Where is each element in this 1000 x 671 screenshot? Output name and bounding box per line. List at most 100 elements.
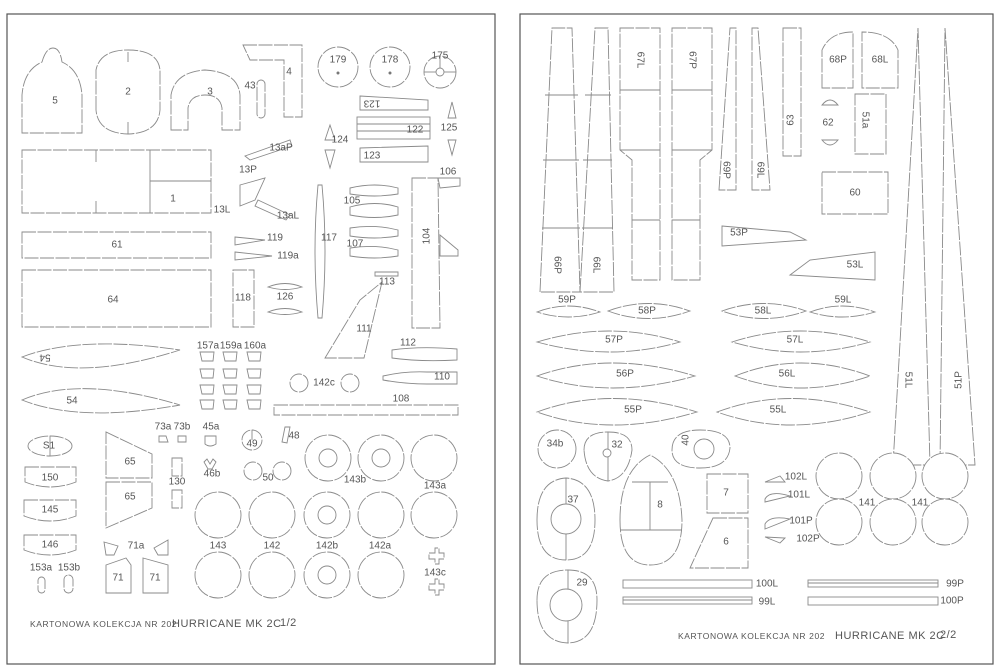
disc-part xyxy=(921,452,969,500)
wheel-disc-part xyxy=(357,551,405,599)
part-number-label: 43 xyxy=(244,81,256,92)
part-number-label: 118 xyxy=(235,293,251,304)
part-number-label: 71a xyxy=(128,541,145,552)
part-number-label: 142 xyxy=(264,541,281,552)
part-number-label: 40 xyxy=(681,434,692,446)
part-number-label: 160a xyxy=(244,341,267,352)
part-number-label: 34b xyxy=(547,439,564,450)
part-number-label: 45a xyxy=(203,422,220,433)
wheel-disc-part xyxy=(410,491,458,539)
part-number-label: 66P xyxy=(551,256,562,274)
part-number-label: 141 xyxy=(912,498,929,509)
part-number-label: 122 xyxy=(407,125,424,136)
part-number-label: 51a xyxy=(859,112,870,129)
part-number-label: 142b xyxy=(316,541,339,552)
part-number-label: 13aL xyxy=(277,211,300,222)
part-number-label: 123 xyxy=(363,97,380,108)
part-number-label: 6 xyxy=(723,537,729,548)
part-number-label: 153a xyxy=(30,563,53,574)
part-number-label: 111 xyxy=(356,324,372,335)
part-number-label: 143c xyxy=(424,568,446,579)
part-number-label: 130 xyxy=(169,477,186,488)
part-number-label: 178 xyxy=(382,55,399,66)
part-number-label: 1 xyxy=(170,194,176,205)
part-number-label: 65 xyxy=(124,492,136,503)
part-number-label: 7 xyxy=(723,488,729,499)
part-number-label: 67P xyxy=(686,51,697,69)
part-number-label: 113 xyxy=(379,277,395,288)
part-number-label: 56P xyxy=(616,369,634,380)
part-number-label: 5 xyxy=(52,96,58,107)
part-number-label: 61 xyxy=(111,240,123,251)
part-number-label: 59P xyxy=(558,295,576,306)
disc-part xyxy=(921,498,969,546)
right-page: KARTONOWA KOLEKCJA NR 202 HURRICANE MK 2… xyxy=(519,13,994,665)
part-number-label: 58P xyxy=(638,306,656,317)
series-footer: KARTONOWA KOLEKCJA NR 202 xyxy=(30,619,177,629)
part-number-label: 13aP xyxy=(269,143,293,154)
wheel-disc-part xyxy=(248,491,296,539)
part-number-label: 69L xyxy=(754,162,765,179)
part-number-label: 112 xyxy=(400,338,416,349)
part-number-label: 65 xyxy=(124,457,136,468)
part-number-label: 73a xyxy=(155,422,172,433)
part-number-label: 56L xyxy=(779,369,796,380)
part-number-label: 179 xyxy=(330,55,347,66)
part-number-label: 102L xyxy=(785,472,808,483)
part-number-label: 119 xyxy=(267,233,283,244)
part-number-label: 3 xyxy=(207,87,213,98)
part-number-label: 157a xyxy=(197,341,220,352)
part-number-label: 124 xyxy=(332,135,349,146)
part-number-label: 145 xyxy=(42,505,59,516)
part-number-label: 146 xyxy=(42,540,59,551)
part-number-label: 69P xyxy=(720,161,731,179)
model-footer: HURRICANE MK 2C xyxy=(835,630,945,642)
left-page: KARTONOWA KOLEKCJA NR 202 HURRICANE MK 2… xyxy=(6,13,496,665)
part-number-label: 100P xyxy=(940,596,964,607)
wheel-disc-part xyxy=(194,491,242,539)
part-number-label: 62 xyxy=(822,118,834,129)
wheel-disc-part xyxy=(194,551,242,599)
part-number-label: 49 xyxy=(246,439,258,450)
part-number-label: 99P xyxy=(946,579,964,590)
part-number-label: 4 xyxy=(286,67,292,78)
part-number-label: 141 xyxy=(859,498,876,509)
part-number-label: 143a xyxy=(424,481,447,492)
part-number-label: 48 xyxy=(288,431,300,442)
part-number-label: 55L xyxy=(770,405,787,416)
part-number-label: 107 xyxy=(347,239,364,250)
disc-part xyxy=(815,498,863,546)
part-number-label: 153b xyxy=(58,563,81,574)
part-number-label: 142a xyxy=(369,541,392,552)
part-number-label: S1 xyxy=(43,441,56,452)
wheel-disc-part xyxy=(410,434,458,482)
part-number-label: 66L xyxy=(590,257,601,274)
wheel-disc-part xyxy=(248,551,296,599)
part-number-label: 142c xyxy=(313,378,335,389)
part-number-label: 117 xyxy=(321,233,337,244)
part-number-label: 60 xyxy=(849,188,861,199)
part-number-label: 29 xyxy=(576,578,588,589)
model-footer: HURRICANE MK 2C xyxy=(172,618,282,630)
part-number-label: 53L xyxy=(847,260,864,271)
part-number-label: 99L xyxy=(759,597,776,608)
part-number-label: 50 xyxy=(262,473,274,484)
part-number-label: 46b xyxy=(204,469,221,480)
disc-part xyxy=(869,498,917,546)
part-number-label: 105 xyxy=(344,196,361,207)
part-number-label: 108 xyxy=(393,394,410,405)
part-number-label: 58L xyxy=(755,306,772,317)
part-number-label: 101P xyxy=(789,516,813,527)
part-number-label: 59L xyxy=(835,295,852,306)
part-number-label: 2 xyxy=(125,87,131,98)
part-number-label: 126 xyxy=(277,292,294,303)
part-number-label: 123 xyxy=(364,151,381,162)
part-number-label: 159a xyxy=(220,341,243,352)
part-number-label: 101L xyxy=(788,490,811,501)
disc-part xyxy=(869,452,917,500)
disc-part xyxy=(815,452,863,500)
part-number-label: 64 xyxy=(107,295,119,306)
part-number-label: 63 xyxy=(786,114,797,126)
part-number-label: 71 xyxy=(149,573,161,584)
